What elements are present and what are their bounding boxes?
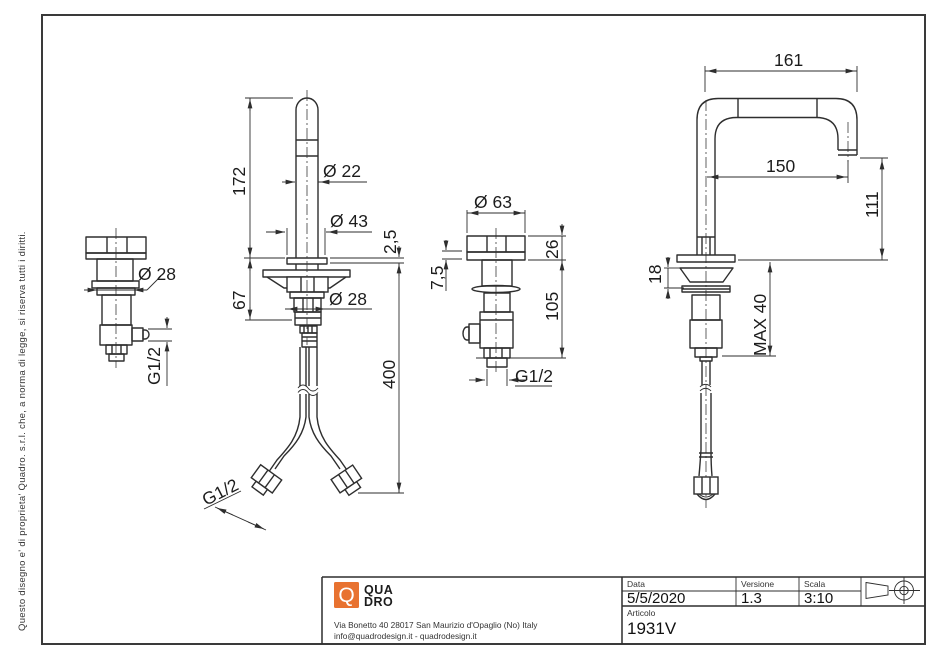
dim-valve-height-26: 26 — [542, 240, 562, 259]
quadro-logo-line1: QUA — [364, 583, 393, 597]
view-mixer-front: 172 Ø 22 Ø 43 2,5 400 67 Ø 28 — [199, 90, 404, 531]
field-value-versione: 1.3 — [741, 590, 762, 607]
dim-valve-height-105: 105 — [542, 292, 562, 321]
quadro-logo-line2: DRO — [364, 595, 393, 609]
dim-mixer-diameter-28: Ø 28 — [329, 289, 367, 309]
field-value-scala: 3:10 — [804, 590, 833, 607]
dim-handle-thread-g12: G1/2 — [144, 347, 164, 385]
view-valve-front: Ø 63 26 7,5 105 G1/2 — [427, 192, 566, 387]
field-label-data: Data — [627, 579, 645, 589]
copyright-side-note: Questo disegno e' di proprieta' Quadro. … — [17, 231, 28, 631]
company-contacts: info@quadrodesign.it - quadrodesign.it — [334, 631, 477, 641]
dim-spout-height-111: 111 — [862, 191, 882, 218]
dim-valve-thread-g12: G1/2 — [515, 366, 553, 386]
dim-handle-diameter-28: Ø 28 — [138, 264, 176, 284]
projection-symbol-icon — [865, 577, 920, 604]
dim-mixer-diameter-22: Ø 22 — [323, 161, 361, 181]
dim-mixer-thickness-2-5: 2,5 — [380, 230, 400, 254]
hose-nut-right — [330, 464, 363, 497]
view-spout-side: 161 150 111 18 MAX 40 — [645, 50, 888, 508]
title-block: Q QUA DRO Via Bonetto 40 28017 San Mauri… — [321, 576, 925, 644]
field-value-data: 5/5/2020 — [627, 590, 685, 607]
company-address: Via Bonetto 40 28017 San Maurizio d'Opag… — [334, 620, 538, 630]
dim-spout-max-deck-40: MAX 40 — [750, 293, 770, 356]
field-label-versione: Versione — [741, 579, 774, 589]
view-handle-side: Ø 28 G1/2 — [84, 228, 176, 386]
drawing-frame — [41, 14, 926, 645]
quadro-logo-letter: Q — [338, 584, 354, 607]
dim-mixer-diameter-43: Ø 43 — [330, 211, 368, 231]
dim-valve-thickness-7-5: 7,5 — [427, 266, 447, 290]
dim-spout-reach-150: 150 — [766, 156, 795, 176]
field-label-articolo: Articolo — [627, 608, 656, 618]
dim-mixer-height-172: 172 — [229, 167, 249, 196]
dim-mixer-height-67: 67 — [229, 291, 249, 310]
quadro-logo-icon — [334, 582, 359, 608]
field-value-articolo: 1931V — [627, 619, 677, 638]
dim-spout-reach-161: 161 — [774, 50, 803, 70]
dim-mixer-hose-thread-g12: G1/2 — [199, 475, 242, 510]
field-label-scala: Scala — [804, 579, 826, 589]
dim-spout-clamp-18: 18 — [645, 265, 665, 284]
dim-mixer-hose-length-400: 400 — [379, 360, 399, 389]
hose-nut-left — [250, 463, 283, 497]
quadro-logo: Q QUA DRO — [334, 582, 393, 609]
dim-valve-diameter-63: Ø 63 — [474, 192, 512, 212]
